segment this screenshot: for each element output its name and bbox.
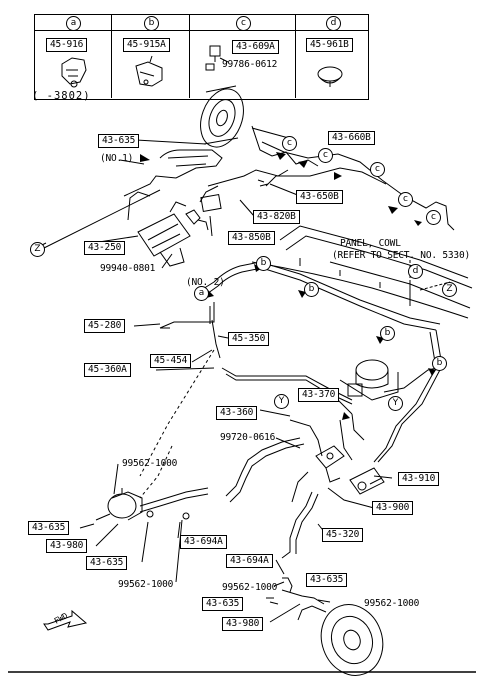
callout-43-370: 43-370 [298,388,340,402]
ref-b-2: b [304,282,319,297]
legend-part-b: 45-915A [123,38,170,52]
clip-b-icon [135,55,163,87]
callout-99720-0616: 99720-0616 [220,432,276,443]
refer-sect-label: (REFER TO SECT. NO. 5330) [332,250,470,261]
ref-z-right: Z [442,282,457,297]
legend-letter-c: c [236,16,251,31]
callout-43-250: 43-250 [84,241,126,255]
proportioning-valve [349,467,393,495]
callout-45-280: 45-280 [84,319,126,333]
callout-99562-1000-c: 99562-1000 [222,582,278,593]
callout-43-635-right2: 43-635 [202,597,244,611]
callout-43-650b: 43-650B [296,190,343,204]
ref-z-left: Z [30,242,45,257]
ref-d: d [408,264,423,279]
legend-divider-2 [189,14,190,98]
legend-part-a: 45-916 [46,38,88,52]
ref-y-left: Y [274,394,289,409]
callout-43-910: 43-910 [398,472,440,486]
callout-43-635-right: 43-635 [306,573,348,587]
ref-c-4: c [398,192,413,207]
callout-43-850b: 43-850B [228,231,275,245]
legend-part-d: 45-961B [306,38,353,52]
callout-99562-1000-b: 99562-1000 [118,579,174,590]
ref-b-3: b [380,326,395,341]
rear-disc [281,589,384,676]
callout-43-980-left: 43-980 [46,539,88,553]
legend-letter-b: b [144,16,159,31]
legend-subpart-c: 99786-0612 [222,59,278,70]
ref-c-3: c [370,162,385,177]
panel-cowl-label: PANEL, COWL [340,238,401,249]
ref-c-2: c [318,148,333,163]
callout-43-900: 43-900 [372,501,414,515]
ref-c-5: c [426,210,441,225]
clip-a-icon [61,57,87,88]
ref-y-right: Y [388,396,403,411]
legend-letter-a: a [66,16,81,31]
callout-99562-1000-d: 99562-1000 [364,598,420,609]
legend-letter-d: d [326,16,341,31]
legend-part-c: 43-609A [232,40,279,54]
legend-divider-3 [295,14,296,98]
legend-header-rule [34,30,368,31]
callout-43-660b: 43-660B [328,131,375,145]
callout-43-820b: 43-820B [253,210,300,224]
callout-43-635-left2: 43-635 [86,556,128,570]
legend-divider-1 [111,14,112,98]
top-drum [200,85,244,148]
grommet-d-icon [317,66,343,87]
callout-43-980-right: 43-980 [222,617,264,631]
ref-c-1: c [282,136,297,151]
callout-43-360: 43-360 [216,406,258,420]
callout-no2: (NO. 2) [186,277,225,288]
callout-43-635-left: 43-635 [28,521,70,535]
callout-99562-1000-a: 99562-1000 [122,458,178,469]
callout-45-350: 45-350 [228,332,270,346]
legend-table [34,14,369,100]
hydraulic-unit [137,201,209,267]
callout-43-694a-left: 43-694A [180,535,227,549]
callout-43-694a-right: 43-694A [226,554,273,568]
ref-b-1: b [256,256,271,271]
callout-no1: (NO.1) [100,153,134,164]
master-cylinder [339,359,447,401]
ref-b-4: b [432,356,447,371]
junction-block [315,445,345,483]
fwd-arrow [43,609,88,631]
bolt-c-icon [205,45,229,71]
range-note: ( -3802) [32,90,91,102]
callout-45-454: 45-454 [150,354,192,368]
ref-a: a [194,286,209,301]
callout-43-635-top: 43-635 [98,134,140,148]
callout-45-360a: 45-360A [84,363,131,377]
callout-99940-0801: 99940-0801 [100,263,156,274]
callout-45-320: 45-320 [322,528,364,542]
left-caliper [95,487,209,521]
